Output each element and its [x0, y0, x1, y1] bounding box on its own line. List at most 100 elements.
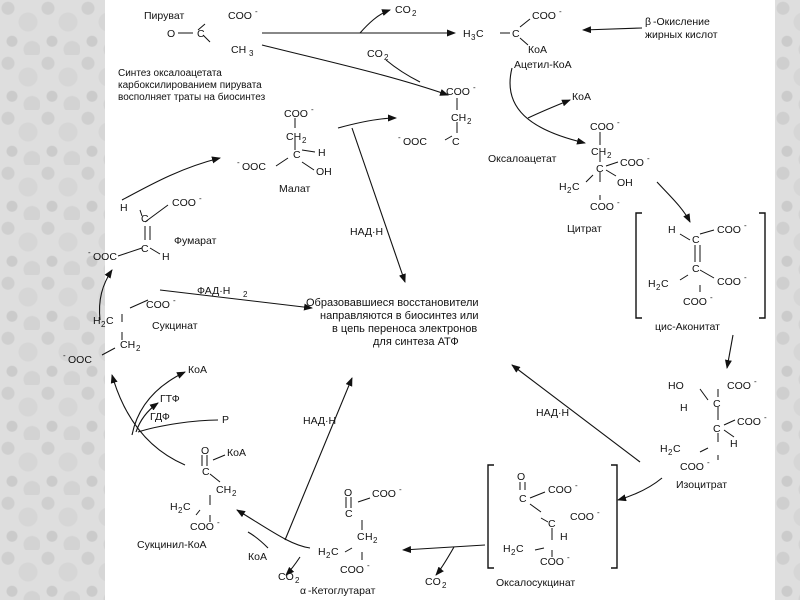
svg-text:H: H [503, 543, 511, 555]
svg-text:C: C [692, 263, 700, 275]
isocitrate-molecule: HO COO - H C C COO - H H 2 C COO - Изоци… [660, 377, 767, 491]
svg-text:CH: CH [286, 131, 301, 143]
svg-text:CO: CO [425, 576, 441, 588]
svg-text:C: C [141, 243, 149, 255]
svg-text:H: H [120, 202, 128, 214]
svg-text:COO: COO [590, 121, 614, 133]
svg-text:-: - [754, 377, 757, 386]
svg-text:COO: COO [548, 484, 572, 496]
svg-text:2: 2 [511, 548, 516, 557]
ketoglutarate-alpha: α [300, 585, 306, 597]
isocitrate-label: Изоцитрат [676, 479, 727, 491]
svg-text:CO: CO [367, 48, 383, 60]
svg-text:C: C [345, 508, 353, 520]
citrate-label: Цитрат [567, 223, 602, 235]
arrow-koa-uptake [247, 531, 269, 549]
malate-molecule: COO - CH 2 C H - OOC OH Малат [237, 105, 332, 195]
oxaloacetate-label: Оксалоацетат [488, 153, 557, 165]
nadh-malate-label: НАД·Н [350, 226, 383, 238]
svg-text:КоА: КоА [528, 44, 547, 56]
svg-text:-: - [399, 485, 402, 494]
citrate-molecule: COO - CH 2 C COO - OH H 2 C COO - Цитрат [559, 118, 650, 235]
arrow-pyruvate-to-oxaloacetate [261, 44, 449, 96]
svg-text:C: C [548, 518, 556, 530]
svg-text:COO: COO [284, 108, 308, 120]
svg-text:COO: COO [540, 556, 564, 568]
svg-text:2: 2 [295, 576, 300, 585]
svg-text:-: - [199, 194, 202, 203]
bracket-oxalosuccinate-right [611, 464, 618, 569]
svg-text:C: C [673, 443, 681, 455]
arrow-cisaconitate-to-isocitrate [724, 334, 734, 369]
svg-text:C: C [519, 493, 527, 505]
svg-text:-: - [217, 518, 220, 527]
molecule-bonds [101, 18, 736, 560]
succinate-molecule: COO - H 2 C Сукцинат CH 2 - OOC [63, 296, 198, 366]
acetylcoa-label: Ацетил-КоА [514, 59, 572, 71]
svg-text:COO: COO [446, 86, 470, 98]
svg-text:COO: COO [717, 224, 741, 236]
svg-text:C: C [476, 28, 484, 40]
svg-text:OOC: OOC [93, 251, 117, 263]
arrow-nadh-malate-to-reductants [351, 127, 406, 283]
intermediate-brackets [487, 212, 766, 569]
bracket-oxalosuccinate-left [487, 464, 494, 569]
svg-text:COO: COO [340, 564, 364, 576]
svg-text:2: 2 [467, 117, 472, 126]
svg-text:COO: COO [727, 380, 751, 392]
svg-text:COO: COO [680, 461, 704, 473]
arrow-gdp-p-uptake [137, 419, 219, 433]
svg-text:-: - [255, 7, 258, 16]
svg-text:2: 2 [136, 344, 141, 353]
svg-text:COO: COO [190, 521, 214, 533]
svg-text:КоА: КоА [227, 447, 246, 459]
arrow-nadh-isocitrate-to-reductants [511, 364, 641, 463]
svg-text:CH: CH [451, 112, 466, 124]
arrow-fumarate-to-malate [121, 156, 221, 201]
svg-text:COO: COO [372, 488, 396, 500]
svg-text:CH: CH [591, 146, 606, 158]
svg-text:-: - [237, 158, 240, 167]
svg-text:O: O [201, 445, 209, 457]
koa-release-citrate: КоА [572, 91, 591, 103]
oxaloacetate-synthesis-note: Синтез оксалоацетата карбоксилированием … [118, 68, 266, 103]
svg-text:2: 2 [243, 290, 248, 299]
svg-text:C: C [141, 213, 149, 225]
svg-text:2: 2 [373, 536, 378, 545]
svg-text:2: 2 [567, 186, 572, 195]
svg-text:H: H [93, 315, 101, 327]
svg-text:CH: CH [120, 339, 135, 351]
arrow-succinate-to-fumarate [98, 269, 113, 321]
arrow-koa-release-succinylcoa [131, 371, 186, 436]
svg-text:COO: COO [146, 299, 170, 311]
arrow-beta-oxidation [582, 26, 643, 34]
svg-text:COO: COO [590, 201, 614, 213]
arrow-co2-release-ketoglutarate [285, 556, 301, 576]
arrow-gtp-release [135, 402, 159, 433]
svg-text:COO: COO [683, 296, 707, 308]
diagram-sheet [105, 0, 775, 600]
beta-symbol: β [645, 16, 651, 28]
svg-text:-: - [744, 273, 747, 282]
svg-text:2: 2 [412, 9, 417, 18]
arrow-citrate-to-cisaconitate [656, 181, 691, 223]
svg-text:2: 2 [442, 581, 447, 590]
svg-text:-: - [559, 7, 562, 16]
bracket-cisaconitate-right [759, 212, 766, 319]
svg-text:H: H [318, 546, 326, 558]
svg-text:H: H [730, 438, 738, 450]
svg-text:C: C [452, 136, 460, 148]
cisaconitate-label: цис-Аконитат [655, 321, 720, 333]
svg-text:COO: COO [737, 416, 761, 428]
svg-text:O: O [344, 487, 352, 499]
svg-text:C: C [713, 423, 721, 435]
ketoglutarate-label: -Кетоглутарат [308, 585, 376, 597]
arrow-co2-release-oxalosuccinate [435, 546, 455, 576]
svg-text:C: C [512, 28, 520, 40]
svg-text:CH: CH [216, 484, 231, 496]
ketoglutarate-molecule: O C COO - C H 2 H 2 C COO - α -Кетоглута… [300, 485, 402, 597]
svg-text:C: C [596, 163, 604, 175]
svg-text:-: - [367, 561, 370, 570]
svg-text:H: H [648, 278, 656, 290]
